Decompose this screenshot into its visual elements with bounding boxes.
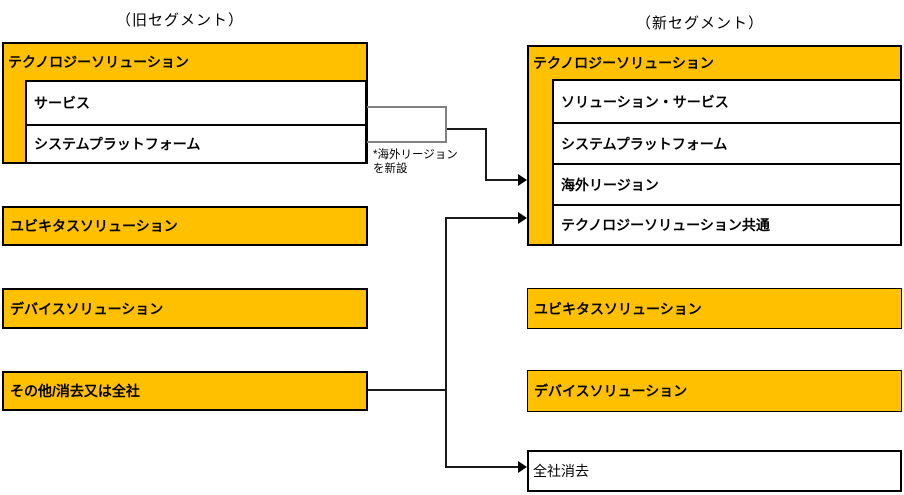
bracket-bottom-line xyxy=(367,141,447,143)
new-segment-title: （新セグメント） xyxy=(636,15,765,32)
tech-common-arrow-line xyxy=(447,217,518,219)
bracket-vertical-line xyxy=(445,106,447,143)
new-tech-row-solution-services: ソリューション・サービス xyxy=(554,81,900,124)
new-tech-row-system-platforms: システムプラットフォーム xyxy=(554,124,900,165)
new-tech-row-tech-common: テクノロジーソリューション共通 xyxy=(554,206,900,244)
old-tech-row-system-platforms: システムプラットフォーム xyxy=(27,126,365,162)
new-box-ubiquitous: ユビキタスソリューション xyxy=(527,288,902,329)
new-tech-subsegments: ソリューション・サービス システムプラットフォーム 海外リージョン テクノロジー… xyxy=(552,79,902,246)
old-tech-subsegments: サービス システムプラットフォーム xyxy=(25,80,367,164)
overseas-connector-v xyxy=(485,128,487,181)
overseas-region-note: *海外リージョン を新設 xyxy=(373,148,458,176)
overseas-arrowhead-icon xyxy=(518,174,527,186)
overseas-connector-h1 xyxy=(447,128,487,130)
old-box-others-elimination: その他/消去又は全社 xyxy=(2,371,368,411)
new-box-corporate-elimination: 全社消去 xyxy=(527,450,902,492)
corporate-elimination-arrow-line xyxy=(447,466,518,468)
new-box-device: デバイスソリューション xyxy=(527,370,902,412)
old-tech-group-header: テクノロジーソリューション xyxy=(8,54,189,70)
split-vertical-line xyxy=(445,217,447,468)
others-output-line xyxy=(368,389,447,391)
new-tech-row-overseas-region: 海外リージョン xyxy=(554,165,900,206)
bracket-top-line xyxy=(367,106,447,108)
overseas-region-note-line1: *海外リージョン xyxy=(373,149,458,161)
old-tech-row-services: サービス xyxy=(27,82,365,126)
new-tech-group-header: テクノロジーソリューション xyxy=(533,55,714,71)
old-segment-title: （旧セグメント） xyxy=(116,12,245,29)
old-box-ubiquitous: ユビキタスソリューション xyxy=(2,206,368,246)
tech-common-arrowhead-icon xyxy=(518,212,527,224)
overseas-connector-h2 xyxy=(487,179,518,181)
old-box-device: デバイスソリューション xyxy=(2,288,368,329)
overseas-region-note-line2: を新設 xyxy=(373,163,408,175)
corporate-elimination-arrowhead-icon xyxy=(518,461,527,473)
